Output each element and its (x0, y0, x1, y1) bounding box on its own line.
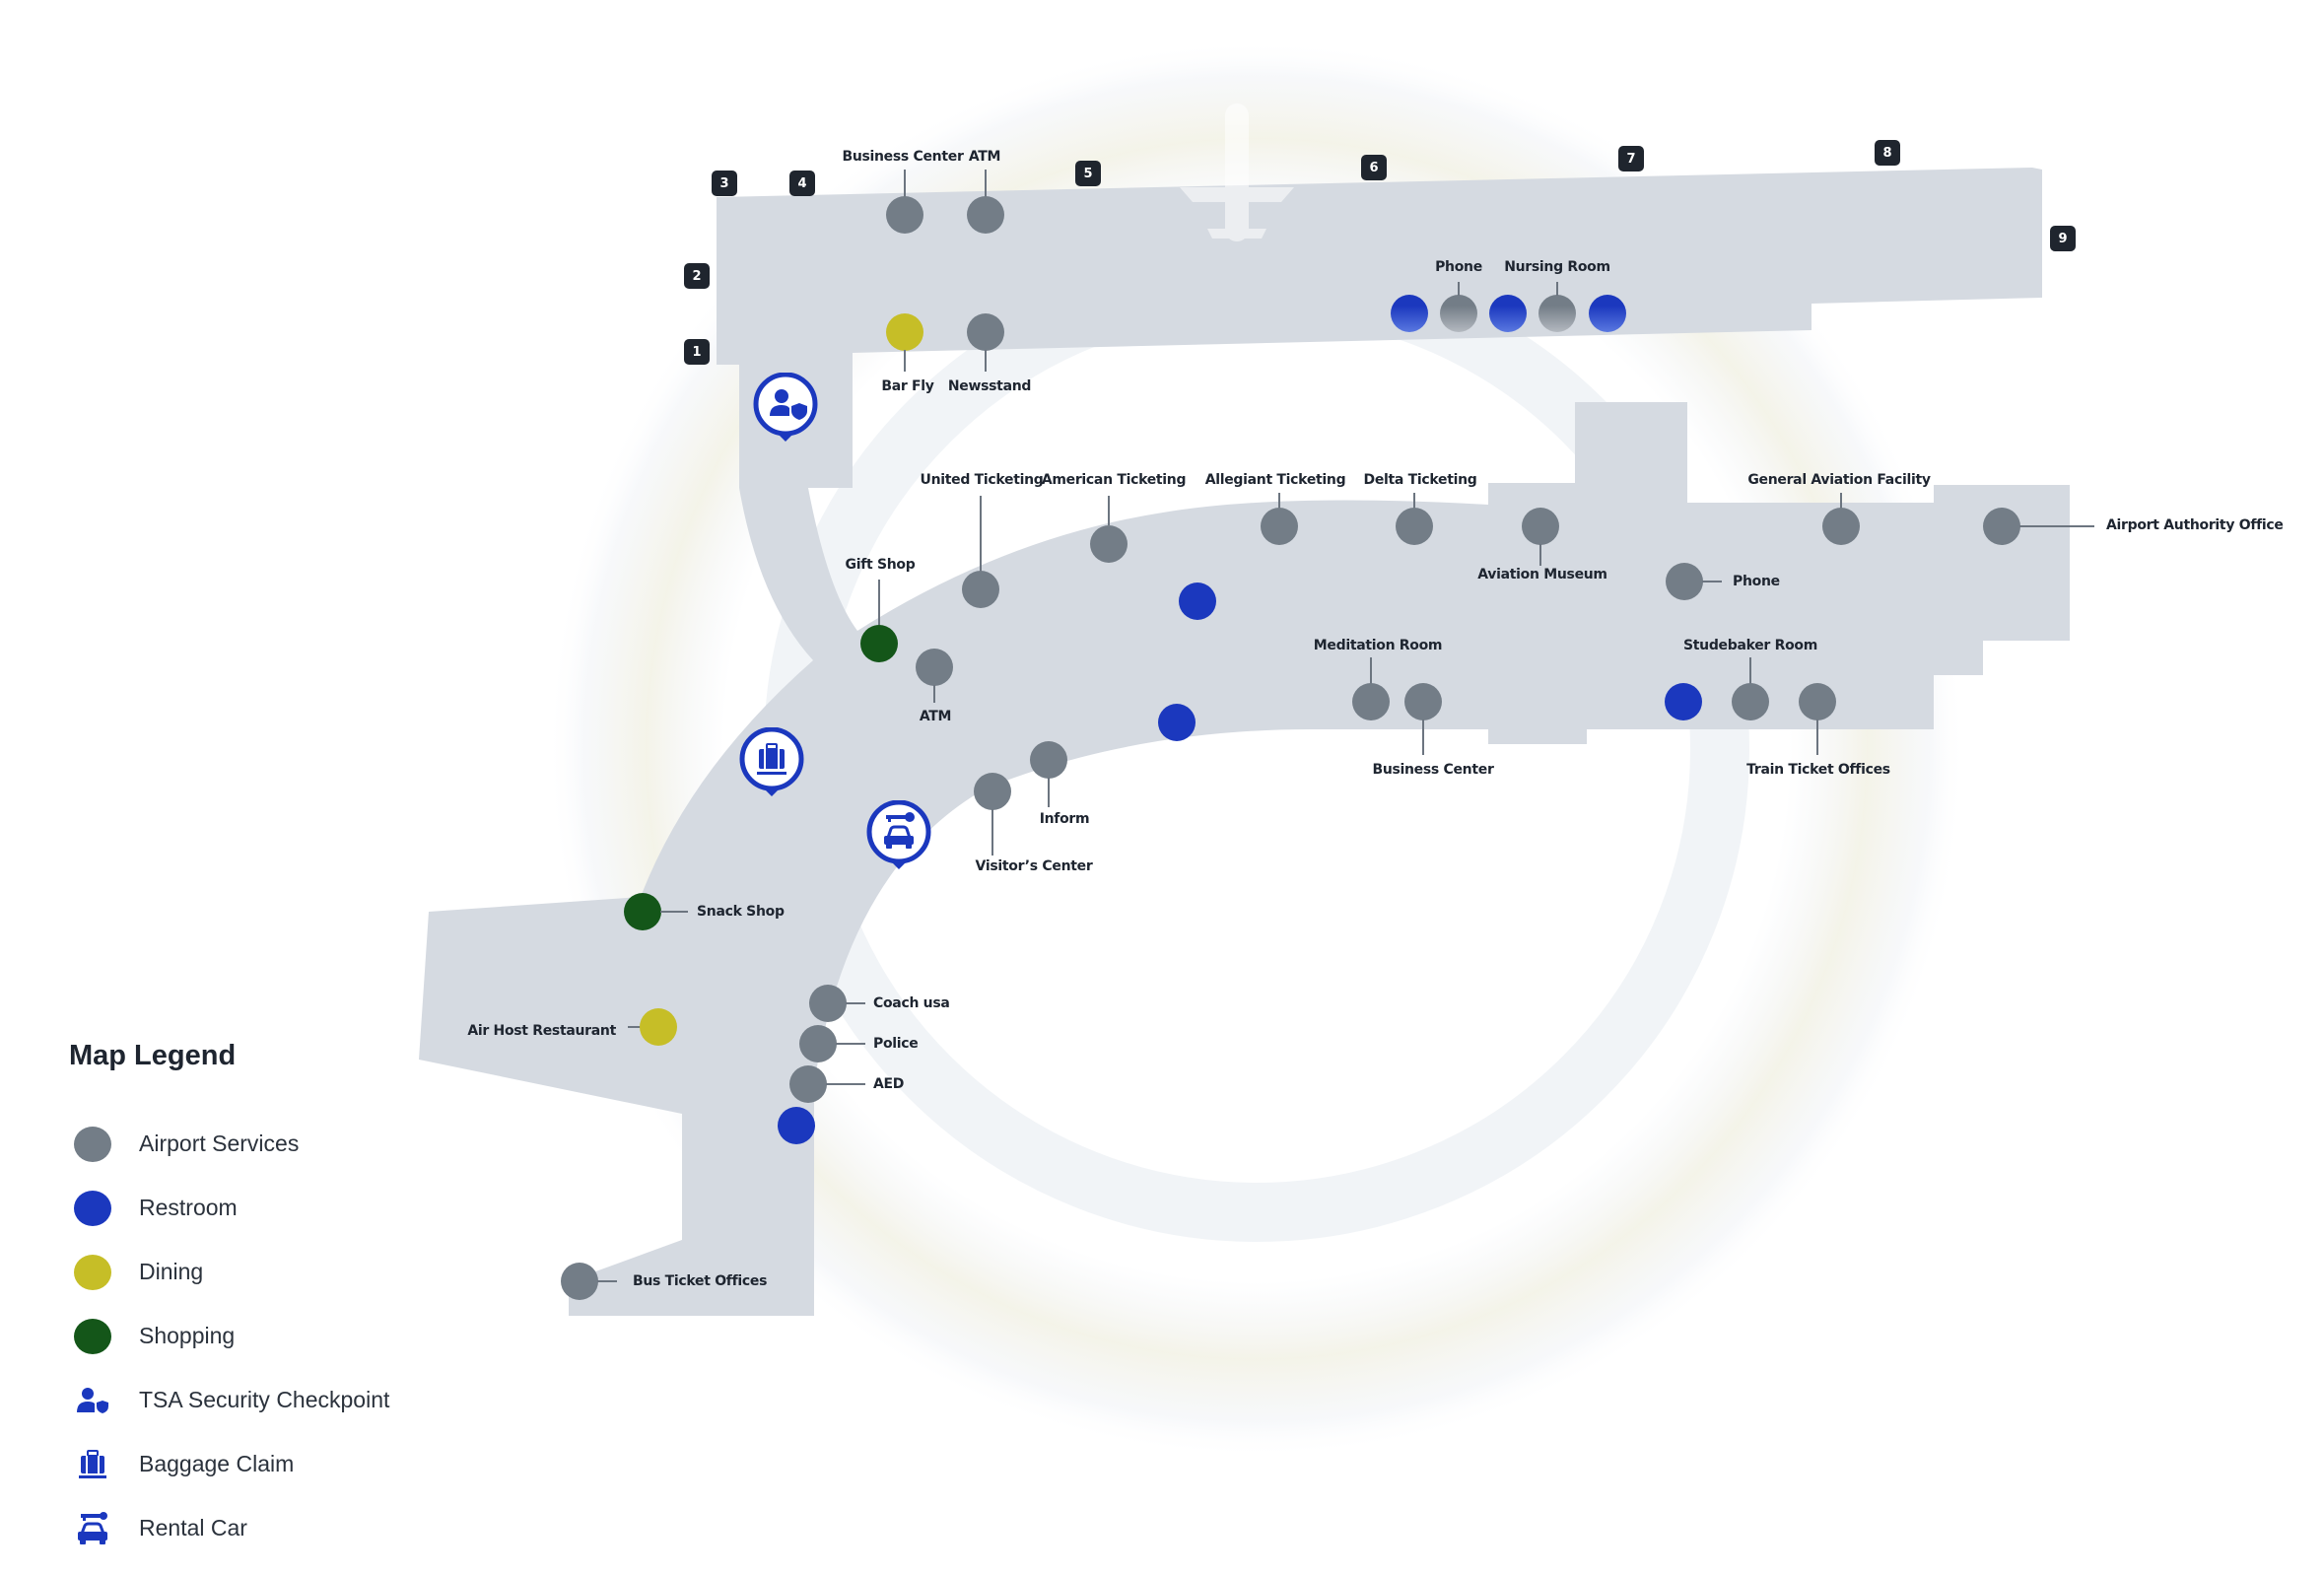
poi-label-visitors-center: Visitor’s Center (975, 858, 1093, 874)
restroom-dot-icon (74, 1190, 111, 1226)
airport-services-dot-icon (74, 1126, 111, 1162)
legend-title: Map Legend (69, 1040, 237, 1071)
rental-car-icon (884, 812, 915, 849)
poi-label-general-aviation: General Aviation Facility (1747, 472, 1931, 488)
legend-item-airport-services: Airport Services (69, 1112, 389, 1176)
watermark-seal (547, 39, 1966, 1459)
poi-label-business-center: Business Center (1372, 762, 1494, 778)
poi-restroom[interactable] (778, 1107, 815, 1144)
poi-police[interactable] (799, 1025, 837, 1062)
baggage-claim-pin[interactable] (737, 727, 806, 806)
gate-7-badge: 7 (1618, 146, 1644, 171)
poi-atm[interactable] (967, 196, 1004, 234)
poi-label-american-ticketing: American Ticketing (1041, 472, 1187, 488)
poi-label-bus-ticket-offices: Bus Ticket Offices (633, 1273, 768, 1289)
poi-label-studebaker-room: Studebaker Room (1682, 638, 1818, 653)
main-terminal-hall (419, 402, 2070, 1316)
poi-label-atm: ATM (919, 709, 952, 724)
rental-car-pin[interactable] (864, 800, 933, 879)
poi-label-bar-fly: Bar Fly (881, 378, 934, 394)
poi-coach-usa[interactable] (809, 985, 847, 1022)
poi-label-meditation-room: Meditation Room (1313, 638, 1443, 653)
poi-label-air-host: Air Host Restaurant (467, 1023, 616, 1039)
poi-label-newsstand: Newsstand (947, 378, 1032, 394)
gate-4-badge: 4 (789, 171, 815, 196)
poi-label-allegiant-ticketing: Allegiant Ticketing (1204, 472, 1346, 488)
poi-atm[interactable] (916, 649, 953, 686)
poi-restroom[interactable] (1489, 295, 1527, 332)
poi-airport-authority[interactable] (1983, 508, 2020, 545)
poi-restroom[interactable] (1179, 582, 1216, 620)
gate-concourse (717, 168, 2042, 488)
legend-item-tsa: TSA Security Checkpoint (69, 1368, 389, 1432)
gate-3-badge: 3 (712, 171, 737, 196)
poi-visitors-center[interactable] (974, 773, 1011, 810)
poi-label-snack-shop: Snack Shop (697, 904, 785, 920)
gate-1-badge: 1 (684, 339, 710, 365)
poi-label-phone: Phone (1733, 574, 1780, 589)
gate-8-badge: 8 (1875, 140, 1900, 166)
tsa-security-icon (74, 1383, 111, 1418)
poi-label-delta-ticketing: Delta Ticketing (1363, 472, 1477, 488)
poi-allegiant-ticketing[interactable] (1261, 508, 1298, 545)
poi-phone[interactable] (1440, 295, 1477, 332)
poi-label-atm: ATM (968, 149, 1001, 165)
poi-label-nursing-room: Nursing Room (1504, 259, 1610, 275)
poi-bus-ticket-offices[interactable] (561, 1263, 598, 1300)
poi-business-center[interactable] (886, 196, 923, 234)
poi-label-aed: AED (873, 1076, 905, 1092)
legend-item-shopping: Shopping (69, 1304, 389, 1368)
poi-gift-shop[interactable] (860, 625, 898, 662)
poi-restroom[interactable] (1391, 295, 1428, 332)
poi-meditation-room[interactable] (1352, 683, 1390, 720)
poi-label-airport-authority: Airport Authority Office (2106, 517, 2284, 533)
poi-united-ticketing[interactable] (962, 571, 999, 608)
poi-inform[interactable] (1030, 741, 1067, 779)
legend-item-restroom: Restroom (69, 1176, 389, 1240)
poi-phone[interactable] (1666, 563, 1703, 600)
poi-delta-ticketing[interactable] (1396, 508, 1433, 545)
baggage-icon (757, 743, 786, 775)
baggage-icon (74, 1447, 111, 1482)
poi-label-police: Police (873, 1036, 919, 1052)
poi-business-center[interactable] (1404, 683, 1442, 720)
poi-label-business-center: Business Center (842, 149, 964, 165)
poi-label-united-ticketing: United Ticketing (920, 472, 1044, 488)
tsa-security-icon (770, 389, 807, 420)
legend-item-dining: Dining (69, 1240, 389, 1304)
gate-9-badge: 9 (2050, 226, 2076, 251)
dining-dot-icon (74, 1254, 111, 1290)
poi-restroom[interactable] (1665, 683, 1702, 720)
poi-label-aviation-museum: Aviation Museum (1477, 567, 1607, 582)
gate-6-badge: 6 (1361, 155, 1387, 180)
plane-watermark-icon (1180, 103, 1294, 241)
poi-label-coach-usa: Coach usa (873, 995, 950, 1011)
shopping-dot-icon (74, 1318, 111, 1354)
tsa-checkpoint-pin[interactable] (751, 373, 820, 451)
poi-label-gift-shop: Gift Shop (845, 557, 916, 573)
legend-item-baggage-claim: Baggage Claim (69, 1432, 389, 1496)
poi-train-ticket-offices[interactable] (1799, 683, 1836, 720)
rental-car-icon (74, 1511, 111, 1546)
poi-label-inform: Inform (1039, 811, 1090, 827)
map-legend: Map Legend Airport Services Restroom Din… (69, 1040, 389, 1560)
poi-newsstand[interactable] (967, 313, 1004, 351)
poi-restroom[interactable] (1158, 704, 1196, 741)
legend-item-rental-car: Rental Car (69, 1496, 389, 1560)
poi-aed[interactable] (789, 1065, 827, 1103)
poi-air-host-restaurant[interactable] (640, 1008, 677, 1046)
poi-nursing-room[interactable] (1538, 295, 1576, 332)
poi-bar-fly[interactable] (886, 313, 923, 351)
poi-american-ticketing[interactable] (1090, 525, 1128, 563)
poi-label-phone: Phone (1435, 259, 1482, 275)
poi-restroom[interactable] (1589, 295, 1626, 332)
poi-studebaker-room[interactable] (1732, 683, 1769, 720)
poi-aviation-museum[interactable] (1522, 508, 1559, 545)
gate-2-badge: 2 (684, 263, 710, 289)
poi-snack-shop[interactable] (624, 893, 661, 930)
poi-label-train-ticket-offices: Train Ticket Offices (1746, 762, 1890, 778)
poi-general-aviation[interactable] (1822, 508, 1860, 545)
gate-5-badge: 5 (1075, 161, 1101, 186)
